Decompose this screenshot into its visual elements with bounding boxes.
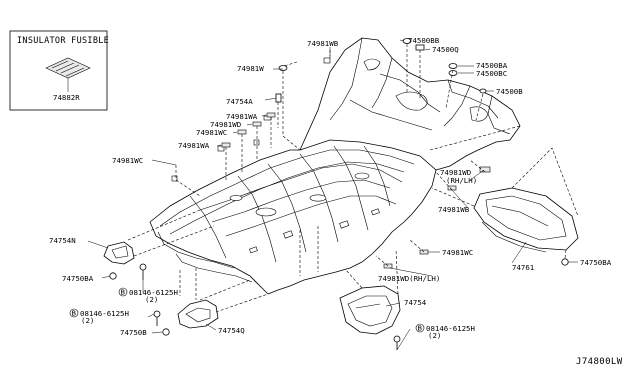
insulator-74754N — [103, 241, 135, 265]
label-bolt-2: 08146-6125H — [80, 309, 129, 318]
label-bolt-1: 08146-6125H — [129, 288, 178, 297]
label-74981WC-1: 74981WC — [196, 128, 227, 137]
clip-74750BA-left — [109, 272, 117, 280]
label-74500B: 74500B — [496, 87, 523, 96]
pad-74981WB-right — [447, 185, 457, 191]
insulator-74761 — [473, 187, 579, 253]
pad-74981WD — [252, 121, 262, 127]
label-74754A: 74754A — [226, 97, 253, 106]
bolt-icon-2 — [153, 310, 161, 326]
bolt-symbol-icon — [69, 308, 79, 318]
label-74754: 74754 — [404, 298, 427, 307]
label-74981WD: 74981WD — [210, 120, 241, 129]
label-74981WD-bottom: 74981WD(RH/LH) — [378, 274, 440, 283]
clip-74750BA-right — [561, 258, 569, 266]
label-74981WC-mid: 74981WC — [442, 248, 473, 257]
bolt-symbol-2: B — [72, 309, 77, 318]
clip-74754A — [275, 93, 282, 103]
label-74981WA-1: 74981WA — [226, 112, 258, 121]
callout-labels: 74981WB 74500BB 74500Q 74981W 74500BA 74… — [49, 36, 612, 340]
bolt-icon-3 — [393, 335, 401, 350]
label-rh-lh: (RH/LH) — [446, 176, 477, 185]
label-qty-2: (2) — [81, 316, 94, 325]
label-74500BC: 74500BC — [476, 69, 507, 78]
floor-panel-assembly — [149, 37, 521, 295]
plug-74981W — [278, 65, 288, 71]
label-bolt-3: 08146-6125H — [426, 324, 475, 333]
bolt-icon-1 — [139, 263, 147, 280]
label-74754Q: 74754Q — [218, 326, 245, 335]
label-74754N: 74754N — [49, 236, 76, 245]
projection-lines — [127, 44, 579, 313]
insulator-pad-icon — [45, 57, 91, 79]
bolt-callout-2: B 08146-6125H (2) — [69, 308, 129, 325]
label-74750B: 74750B — [120, 328, 147, 337]
plug-74500BA — [448, 63, 458, 69]
bolt-symbol-3: B — [418, 324, 423, 333]
inset-frame — [9, 30, 108, 111]
bolt-callout-3: B 08146-6125H (2) — [415, 323, 475, 340]
label-74981WC-left: 74981WC — [112, 156, 143, 165]
bolt-symbol-icon — [415, 323, 425, 333]
insulator-74754 — [339, 285, 401, 335]
insulator-74754Q — [177, 299, 219, 329]
label-74750BA-left: 74750BA — [62, 274, 94, 283]
inset-part-number: 74882R — [53, 93, 80, 102]
plug-74500B — [479, 88, 487, 94]
bolt-symbol-icon — [118, 287, 128, 297]
bolt-symbol-1: B — [121, 288, 126, 297]
label-qty-3: (2) — [428, 331, 441, 340]
insulator-fusible-inset: INSULATOR FUSIBLE 74882R — [9, 30, 109, 111]
label-74750BA-right: 74750BA — [580, 258, 612, 267]
label-74981WB-right: 74981WB — [438, 205, 470, 214]
bolt-callout-1: B 08146-6125H (2) — [118, 287, 178, 304]
pad-74981WA-1 — [266, 112, 276, 118]
diagram-id: J74800LW — [576, 357, 623, 367]
clip-74750B — [162, 328, 170, 336]
pad-74981WC-1 — [237, 129, 247, 135]
label-74981WB-top: 74981WB — [307, 39, 339, 48]
label-74981WD-rh: 74981WD — [440, 168, 471, 177]
label-74500Q: 74500Q — [432, 45, 459, 54]
callout-leaders — [87, 39, 578, 351]
pad-74981WA-2 — [221, 142, 231, 148]
label-74981WA-2: 74981WA — [178, 141, 210, 150]
label-74500BB: 74500BB — [408, 36, 440, 45]
label-74761: 74761 — [512, 263, 534, 272]
label-qty-1: (2) — [145, 295, 158, 304]
pad-74981WD-rh — [479, 166, 491, 173]
label-74500BA: 74500BA — [476, 61, 508, 70]
plug-74500Q — [415, 44, 425, 51]
label-74981W: 74981W — [237, 64, 264, 73]
inset-title: INSULATOR FUSIBLE — [17, 36, 109, 46]
